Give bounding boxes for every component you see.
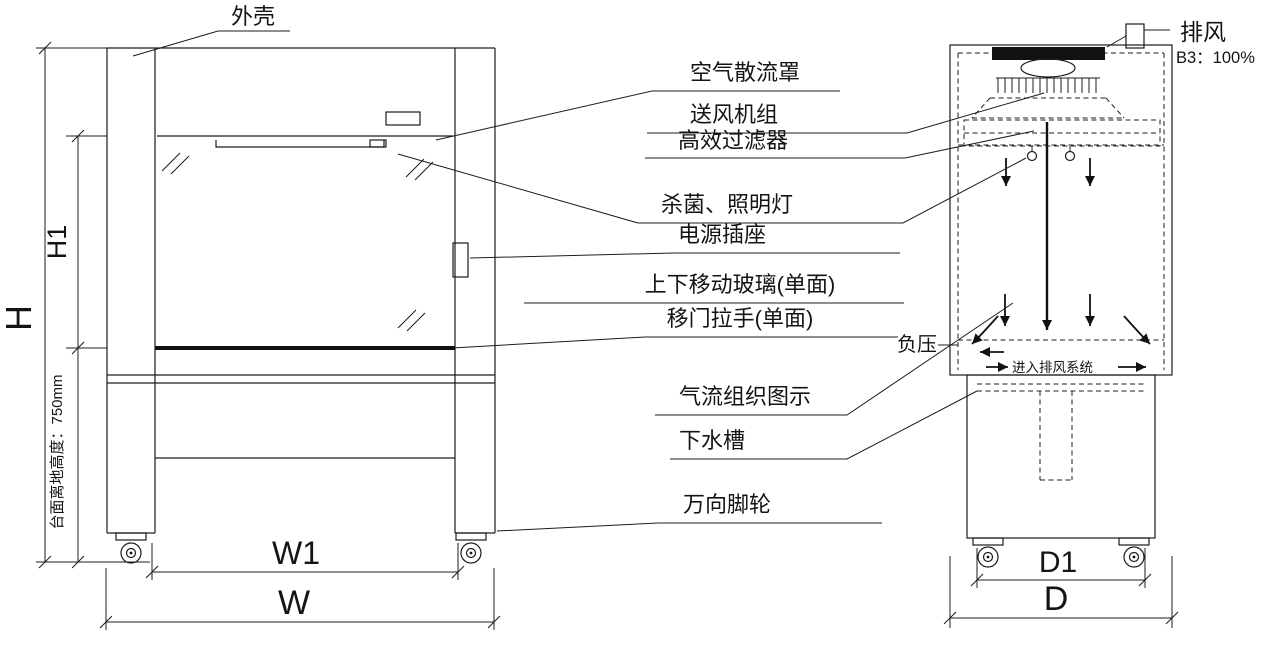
exhaust-ratio-label: B3：100% bbox=[1176, 49, 1255, 67]
front-view bbox=[106, 47, 496, 564]
into-exhaust-system-label: 进入排风系统 bbox=[1012, 360, 1093, 375]
caster-front-left bbox=[115, 532, 147, 564]
hepa-filter-label: 高效过滤器 bbox=[678, 128, 788, 153]
inner-walls-dashed bbox=[957, 52, 1165, 370]
callout-hepa-filter: 高效过滤器 bbox=[645, 128, 1035, 159]
outer-shell-label: 外壳 bbox=[231, 4, 275, 29]
drain-sink-label: 下水槽 bbox=[679, 428, 745, 453]
caster-front-right bbox=[455, 532, 487, 564]
callout-universal-caster: 万向脚轮 bbox=[496, 492, 882, 532]
vertical-sliding-glass-label: 上下移动玻璃(单面) bbox=[645, 272, 836, 297]
dim-depth-inner: D1 bbox=[970, 546, 1152, 588]
universal-caster-label: 万向脚轮 bbox=[683, 492, 771, 517]
callout-drain-sink: 下水槽 bbox=[670, 390, 978, 460]
dimension-annotations: H H1 台面离地高度：750mm W1 W bbox=[0, 41, 1179, 630]
dim-depth-overall: D bbox=[943, 556, 1179, 628]
germicidal-lighting-lamp-label: 杀菌、照明灯 bbox=[661, 192, 793, 217]
lamp-fixture-shape bbox=[215, 139, 387, 148]
supply-fan-shape bbox=[1020, 58, 1076, 78]
side-view: 进入排风系统 排风 B3：100% 负压 bbox=[897, 19, 1255, 568]
lamp-circles-shape bbox=[1026, 146, 1076, 162]
airflow-pattern-label: 气流组织图示 bbox=[679, 384, 811, 409]
sliding-door-handle-label: 移门拉手(单面) bbox=[667, 306, 814, 331]
negative-pressure-callout: 负压 bbox=[897, 333, 958, 356]
dim-width-overall: W bbox=[99, 568, 501, 630]
callout-germicidal-lighting-lamp: 杀菌、照明灯 bbox=[397, 153, 1027, 224]
callout-supply-fan-unit: 送风机组 bbox=[647, 92, 1045, 134]
airflow-arrows bbox=[971, 122, 1151, 372]
dim-w-label: W bbox=[278, 584, 310, 622]
callout-airflow-pattern: 气流组织图示 bbox=[655, 302, 1014, 416]
dim-height-upper: H1 bbox=[42, 129, 107, 355]
negative-pressure-label: 负压 bbox=[897, 333, 937, 356]
dim-d-label: D bbox=[1044, 580, 1069, 618]
bench-height-label: 台面离地高度：750mm bbox=[49, 374, 66, 529]
dim-width-inner: W1 bbox=[145, 535, 465, 580]
diffuser-dashed-shape bbox=[971, 97, 1125, 119]
dim-height-total: H bbox=[0, 41, 150, 569]
front-frame bbox=[106, 47, 496, 534]
control-panel-shape bbox=[385, 111, 421, 126]
dim-h-label: H bbox=[0, 305, 39, 331]
filter-comb-shape bbox=[996, 77, 1100, 93]
lower-cabinet bbox=[966, 374, 1156, 539]
supply-fan-unit-label: 送风机组 bbox=[690, 102, 778, 127]
dim-w1-label: W1 bbox=[272, 535, 320, 571]
callout-air-diffuser: 空气散流罩 bbox=[435, 60, 840, 141]
callout-labels: 外壳 空气散流罩 送风机组 高效过滤器 杀菌、照明灯 电源插座 上下移动玻璃(单… bbox=[132, 4, 1045, 532]
power-socket-shape bbox=[452, 242, 469, 278]
exhaust-label: 排风 bbox=[1180, 19, 1226, 45]
dim-h1-label: H1 bbox=[42, 225, 72, 260]
exhaust-port-shape bbox=[992, 47, 1105, 60]
caster-side-left bbox=[972, 537, 1004, 568]
callout-sliding-door-handle: 移门拉手(单面) bbox=[451, 306, 898, 349]
callout-vertical-sliding-glass: 上下移动玻璃(单面) bbox=[524, 272, 904, 304]
dim-bench-height: 台面离地高度：750mm bbox=[49, 348, 85, 569]
callout-outer-shell: 外壳 bbox=[132, 4, 290, 57]
side-outline bbox=[949, 44, 1173, 376]
exhaust-duct-symbol bbox=[1106, 23, 1170, 49]
caster-side-right bbox=[1118, 537, 1150, 568]
air-diffuser-label: 空气散流罩 bbox=[690, 60, 800, 85]
glass-hatch-marks bbox=[161, 152, 434, 332]
hepa-filter-box-shape bbox=[963, 119, 1161, 147]
dim-d1-label: D1 bbox=[1039, 546, 1077, 579]
callout-power-socket: 电源插座 bbox=[469, 222, 900, 259]
power-socket-label: 电源插座 bbox=[678, 222, 766, 247]
